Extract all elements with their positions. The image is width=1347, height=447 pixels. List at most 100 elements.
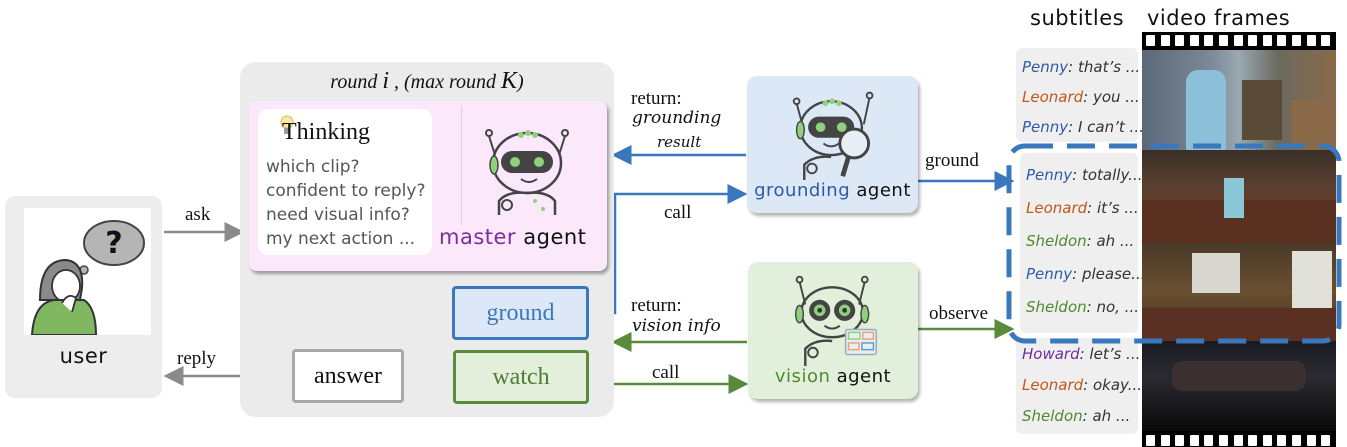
- return-grounding-line1: grounding: [632, 108, 722, 128]
- film-perforation: [1204, 435, 1214, 446]
- film-perforation: [1292, 35, 1301, 46]
- vision-agent-card: vision agent: [748, 262, 918, 399]
- film-perforation: [1248, 35, 1258, 46]
- grounding-label-colored: grounding: [754, 180, 851, 201]
- subtitles-column-title: subtitles: [1030, 6, 1125, 30]
- subtitle-text: : that’s ...: [1068, 58, 1141, 76]
- film-perforation: [1219, 35, 1228, 46]
- film-perforation: [1233, 35, 1243, 46]
- film-perforation: [1189, 35, 1199, 46]
- return-grounding-line2: result: [657, 133, 702, 151]
- watch-action-button[interactable]: watch: [453, 350, 589, 404]
- subtitle-line: Sheldon: ah ...: [1026, 232, 1134, 250]
- film-perforation: [1292, 435, 1301, 446]
- film-perforation: [1321, 435, 1331, 446]
- subtitle-line: Penny: that’s ...: [1022, 58, 1140, 76]
- subtitle-line: Howard: let’s ...: [1022, 345, 1140, 363]
- film-perforation: [1306, 35, 1316, 46]
- subtitle-speaker: Leonard: [1022, 88, 1084, 106]
- thinking-line: which clip?: [266, 157, 360, 177]
- vision-robot-icon: [794, 275, 878, 366]
- film-perforation: [1219, 435, 1228, 446]
- film-perforation: [1262, 435, 1272, 446]
- thinking-line: confident to reply?: [266, 181, 426, 201]
- video-filmstrip: [1142, 32, 1336, 447]
- grounding-agent-card: grounding agent: [747, 76, 918, 213]
- film-perforation: [1277, 35, 1287, 46]
- subtitle-speaker: Sheldon: [1022, 407, 1083, 425]
- subtitles-panel-1: [1016, 48, 1138, 142]
- film-perforations-top: [1142, 32, 1336, 50]
- vision-agent-label: vision agent: [748, 366, 918, 387]
- user-card: ? user: [5, 196, 162, 398]
- subtitle-line: Sheldon: no, ...: [1026, 298, 1139, 316]
- subtitle-text: : let’s ...: [1079, 345, 1141, 363]
- frame-figure: [1242, 80, 1282, 140]
- subtitles-panel-3: [1016, 338, 1138, 434]
- film-perforation: [1175, 35, 1185, 46]
- video-frame-3: [1142, 243, 1336, 341]
- film-perforation: [1160, 35, 1170, 46]
- observe-label: observe: [929, 303, 989, 324]
- subtitle-line: Leonard: okay...: [1022, 376, 1142, 394]
- thinking-title: Thinking: [282, 119, 370, 145]
- subtitle-speaker: Howard: [1022, 345, 1080, 363]
- film-perforation: [1248, 435, 1258, 446]
- frame-figure: [1186, 70, 1226, 150]
- subtitle-text: : it’s ...: [1087, 199, 1139, 217]
- subtitle-speaker: Sheldon: [1026, 232, 1087, 250]
- user-label: user: [59, 344, 108, 368]
- reply-label: reply: [177, 348, 217, 369]
- call-vision-label: call: [652, 362, 680, 383]
- master-agent-card: Thinking which clip? confident to reply?…: [249, 101, 607, 271]
- master-label-colored: master: [439, 225, 517, 249]
- call-grounding-label: call: [664, 202, 692, 223]
- film-perforation: [1146, 435, 1155, 446]
- film-perforations-bottom: [1142, 432, 1336, 447]
- master-divider: [461, 105, 462, 225]
- grounding-robot-icon: [792, 91, 874, 180]
- subtitle-speaker: Leonard: [1022, 376, 1084, 394]
- master-agent-label: master agent: [439, 225, 586, 249]
- answer-action-button[interactable]: answer: [292, 349, 404, 403]
- frame-box: [1292, 100, 1332, 150]
- ground-label: ground: [925, 150, 979, 171]
- return-vision-prefix: return:: [631, 295, 682, 316]
- subtitle-line: Leonard: it’s ...: [1026, 199, 1139, 217]
- subtitle-line: Leonard: you ...: [1022, 88, 1140, 106]
- video-frame-1: [1142, 50, 1336, 150]
- ground-action-button[interactable]: ground: [452, 286, 589, 340]
- round-title: round i , (max round K): [330, 68, 524, 94]
- film-perforation: [1306, 435, 1316, 446]
- subtitles-panel-2: [1020, 153, 1138, 333]
- subtitle-text: : totally...: [1072, 166, 1143, 184]
- frame-whiteboard: [1292, 251, 1332, 311]
- subtitle-text: : please...: [1072, 265, 1146, 283]
- subtitle-speaker: Penny: [1022, 58, 1069, 76]
- frame-couch: [1142, 308, 1336, 341]
- film-perforation: [1262, 35, 1272, 46]
- thinking-panel: Thinking which clip? confident to reply?…: [258, 109, 432, 255]
- vision-label-plain: agent: [836, 366, 892, 387]
- subtitle-text: : ah ...: [1086, 232, 1135, 250]
- film-perforation: [1233, 435, 1243, 446]
- svg-text:?: ?: [105, 226, 122, 261]
- video-frames-column-title: video frames: [1147, 6, 1291, 30]
- film-perforation: [1146, 35, 1155, 46]
- frame-figure: [1224, 178, 1244, 218]
- subtitle-line: Penny: please...: [1026, 265, 1145, 283]
- subtitle-text: : you ...: [1083, 88, 1140, 106]
- vision-label-colored: vision: [774, 366, 831, 387]
- subtitle-text: : no, ...: [1086, 298, 1139, 316]
- video-frame-2: [1142, 150, 1336, 243]
- subtitle-line: Sheldon: ah ...: [1022, 407, 1130, 425]
- film-perforation: [1277, 435, 1287, 446]
- subtitle-speaker: Penny: [1026, 265, 1073, 283]
- subtitle-speaker: Leonard: [1026, 199, 1088, 217]
- film-perforation: [1189, 435, 1199, 446]
- grounding-label-plain: agent: [856, 180, 911, 201]
- frame-whiteboard: [1192, 253, 1240, 293]
- subtitle-line: Penny: totally...: [1026, 166, 1142, 184]
- master-label-plain: agent: [523, 225, 587, 249]
- frame-figures: [1172, 361, 1306, 391]
